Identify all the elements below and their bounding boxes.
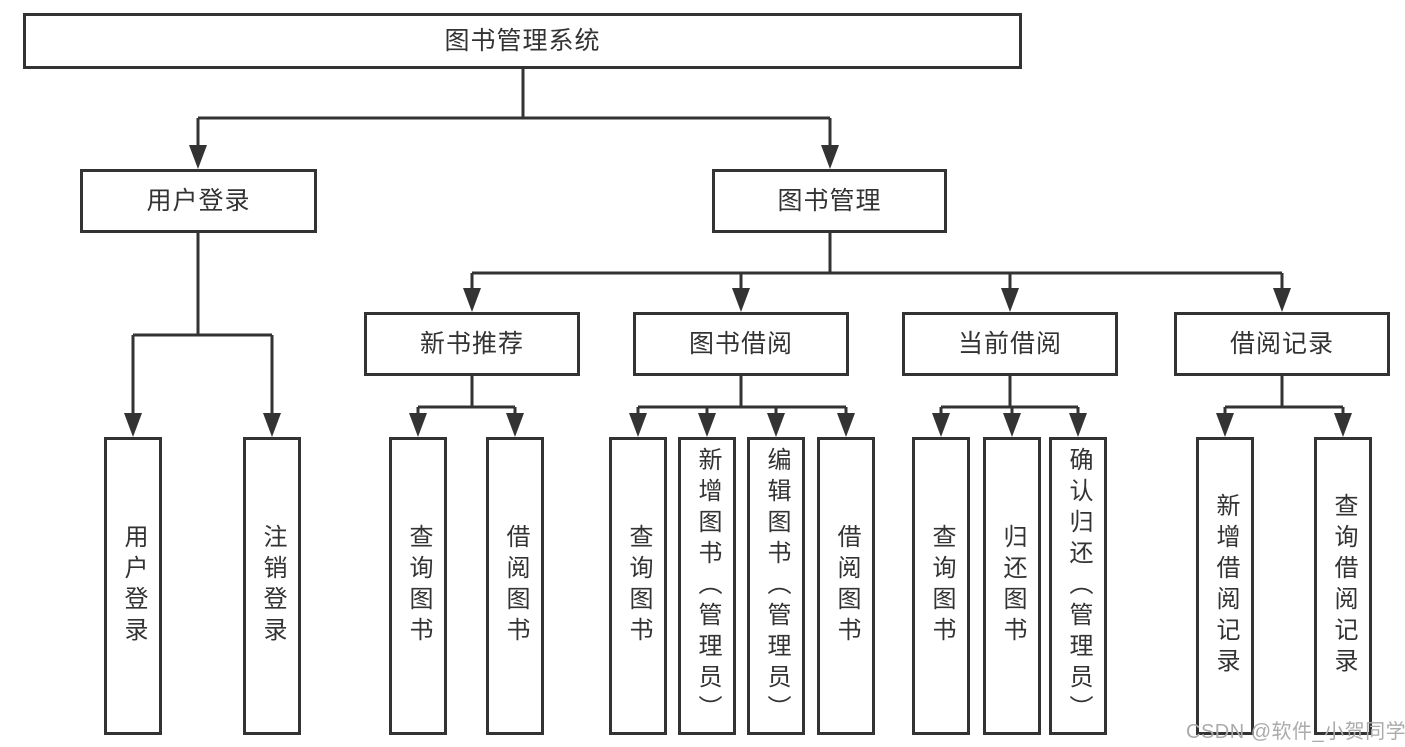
node-user-login: 用户登录 xyxy=(80,169,317,233)
node-book-borrowing-label: 图书借阅 xyxy=(688,329,793,358)
leaf-add-borrow-record: 新增借阅记录 xyxy=(1196,437,1254,735)
node-borrowing-records: 借阅记录 xyxy=(1174,312,1390,376)
arrowheads xyxy=(124,145,1352,437)
leaf-query-books-recommend: 查询图书 xyxy=(389,437,447,735)
leaf-edit-books-admin-label: 编辑图书（管理员） xyxy=(763,446,790,726)
leaf-user-login-label: 用户登录 xyxy=(120,524,147,648)
leaf-logout: 注销登录 xyxy=(243,437,301,735)
leaf-add-borrow-record-label: 新增借阅记录 xyxy=(1212,493,1239,679)
leaf-query-books-borrow-label: 查询图书 xyxy=(625,524,652,648)
leaf-return-books-label: 归还图书 xyxy=(999,524,1026,648)
leaf-return-books: 归还图书 xyxy=(983,437,1041,735)
node-new-book-recommend-label: 新书推荐 xyxy=(419,329,524,358)
leaf-query-books-current: 查询图书 xyxy=(912,437,970,735)
leaf-borrow-books-recommend-label: 借阅图书 xyxy=(502,524,529,648)
leaf-query-books-recommend-label: 查询图书 xyxy=(405,524,432,648)
node-new-book-recommend: 新书推荐 xyxy=(364,312,580,376)
leaf-logout-label: 注销登录 xyxy=(259,524,286,648)
leaf-add-books-admin-label: 新增图书（管理员） xyxy=(694,446,721,726)
node-borrowing-records-label: 借阅记录 xyxy=(1229,329,1334,358)
leaf-query-borrow-record-label: 查询借阅记录 xyxy=(1330,493,1357,679)
node-root-label: 图书管理系统 xyxy=(444,26,601,55)
leaf-borrow-books: 借阅图书 xyxy=(817,437,875,735)
node-book-borrowing: 图书借阅 xyxy=(633,312,849,376)
leaf-query-books-borrow: 查询图书 xyxy=(609,437,667,735)
leaf-add-books-admin: 新增图书（管理员） xyxy=(678,437,736,735)
node-current-borrowing-label: 当前借阅 xyxy=(957,329,1062,358)
leaf-edit-books-admin: 编辑图书（管理员） xyxy=(747,437,805,735)
leaf-query-borrow-record: 查询借阅记录 xyxy=(1314,437,1372,735)
leaf-borrow-books-recommend: 借阅图书 xyxy=(486,437,544,735)
node-book-management: 图书管理 xyxy=(712,169,947,233)
leaf-user-login: 用户登录 xyxy=(104,437,162,735)
leaf-query-books-current-label: 查询图书 xyxy=(928,524,955,648)
watermark-text: CSDN @软件_小贺同学 xyxy=(1186,721,1405,743)
node-current-borrowing: 当前借阅 xyxy=(902,312,1118,376)
tree-branch-lines xyxy=(131,69,1345,414)
node-root: 图书管理系统 xyxy=(23,13,1022,69)
leaf-confirm-return-admin: 确认归还（管理员） xyxy=(1049,437,1107,735)
leaf-borrow-books-label: 借阅图书 xyxy=(833,524,860,648)
node-book-management-label: 图书管理 xyxy=(777,186,882,215)
node-user-login-label: 用户登录 xyxy=(146,186,251,215)
leaf-confirm-return-admin-label: 确认归还（管理员） xyxy=(1065,446,1092,726)
